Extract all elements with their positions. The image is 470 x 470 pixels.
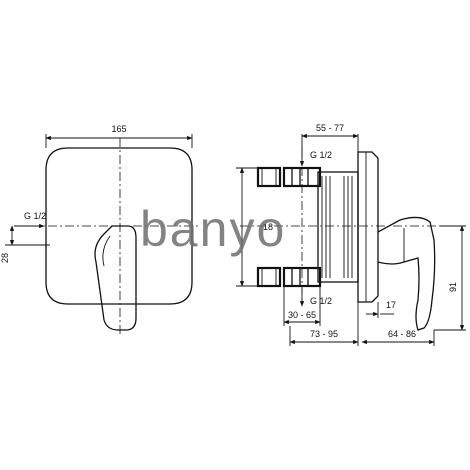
label-offset-left: 28 bbox=[0, 253, 10, 263]
label-connection-top: G 1/2 bbox=[310, 150, 332, 160]
watermark-logo: banyo bbox=[140, 201, 286, 257]
handle-lever-inner bbox=[102, 235, 111, 267]
handle-side-profile bbox=[377, 216, 436, 331]
dimension-connection-bottom: G 1/2 bbox=[299, 288, 332, 307]
pipe-connector-top bbox=[256, 166, 322, 188]
label-outlet-left: G 1/2 bbox=[24, 211, 46, 221]
label-range-64-86: 64 - 86 bbox=[388, 329, 416, 339]
dimension-offset-left: 28 bbox=[0, 225, 50, 263]
dimension-gap-17: 17 bbox=[366, 300, 396, 318]
label-range-73-95: 73 - 95 bbox=[310, 329, 338, 339]
dimension-range-64-86: 64 - 86 bbox=[361, 329, 435, 346]
cover-plate bbox=[45, 147, 193, 305]
pipe-connector-bottom bbox=[256, 266, 322, 288]
label-height-91: 91 bbox=[448, 282, 458, 292]
handle-lever bbox=[94, 225, 137, 331]
dimension-height-91: 91 bbox=[434, 225, 466, 331]
dimension-range-73-95: 73 - 95 bbox=[289, 302, 359, 346]
dimension-plate-width: 165 bbox=[45, 124, 193, 148]
dimension-pipe-spacing: 18 bbox=[236, 167, 273, 287]
dimension-connection-top: G 1/2 bbox=[299, 147, 332, 167]
dimension-depth-top: 55 - 77 bbox=[301, 123, 359, 152]
label-depth-top: 55 - 77 bbox=[316, 123, 344, 133]
wall-plate bbox=[357, 151, 379, 303]
label-pipe-spacing: 18 bbox=[263, 222, 273, 232]
dimension-range-30-65: 30 - 65 bbox=[283, 286, 321, 326]
dimension-outlet-left: G 1/2 bbox=[14, 211, 46, 229]
watermark-text-pre: ban bbox=[140, 201, 229, 257]
watermark-text-post: yo bbox=[229, 201, 286, 257]
label-range-30-65: 30 - 65 bbox=[288, 310, 316, 320]
valve-body bbox=[317, 171, 359, 283]
label-gap-17: 17 bbox=[386, 300, 396, 310]
side-view: G 1/2 G 1/2 55 - 77 18 30 - 65 bbox=[236, 123, 466, 346]
label-plate-width: 165 bbox=[111, 124, 126, 134]
svg-text:banyo: banyo bbox=[140, 201, 286, 257]
label-connection-bottom: G 1/2 bbox=[310, 296, 332, 306]
front-view: 165 G 1/2 28 bbox=[0, 124, 200, 335]
